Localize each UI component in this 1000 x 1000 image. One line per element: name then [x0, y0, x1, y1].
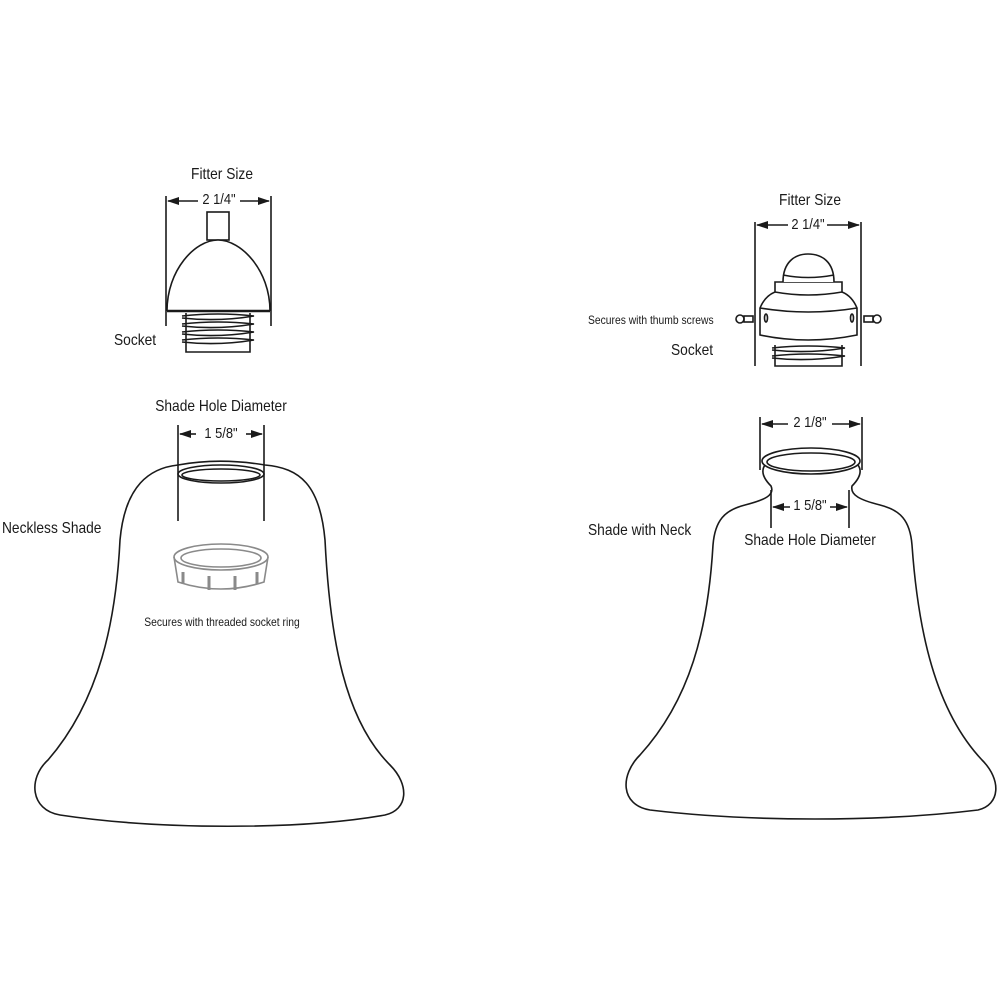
- right-shade-with-neck: [625, 417, 997, 820]
- right-neck-outer-dimension: 2 1/8": [791, 414, 829, 431]
- right-shade-hole-dimension: 1 5/8": [791, 497, 829, 514]
- right-shade-label: Shade with Neck: [588, 522, 692, 539]
- left-shade-hole-title: Shade Hole Diameter: [155, 398, 287, 415]
- left-neckless-shade: [34, 425, 405, 828]
- left-fitter-size-dimension: 2 1/4": [200, 191, 238, 208]
- threaded-socket-ring: [173, 543, 269, 590]
- left-shade-hole-dimension: 1 5/8": [202, 425, 240, 442]
- right-socket-label: Socket: [671, 342, 714, 359]
- right-fitter-size-title: Fitter Size: [779, 192, 841, 209]
- right-shade-hole-title: Shade Hole Diameter: [744, 532, 876, 549]
- left-ring-note: Secures with threaded socket ring: [144, 615, 300, 629]
- thumb-screw-icon-left: [735, 314, 754, 324]
- left-socket-label: Socket: [114, 332, 157, 349]
- right-fitter-size-dimension: 2 1/4": [789, 216, 827, 233]
- right-socket-fitter: [735, 221, 882, 367]
- left-socket-threads: [181, 313, 255, 353]
- left-fitter-size-title: Fitter Size: [191, 166, 253, 183]
- left-shade-label: Neckless Shade: [2, 520, 102, 537]
- left-socket-fitter: [165, 196, 272, 353]
- thumb-screw-icon-right: [863, 314, 882, 324]
- right-thumb-screw-note: Secures with thumb screws: [588, 313, 714, 327]
